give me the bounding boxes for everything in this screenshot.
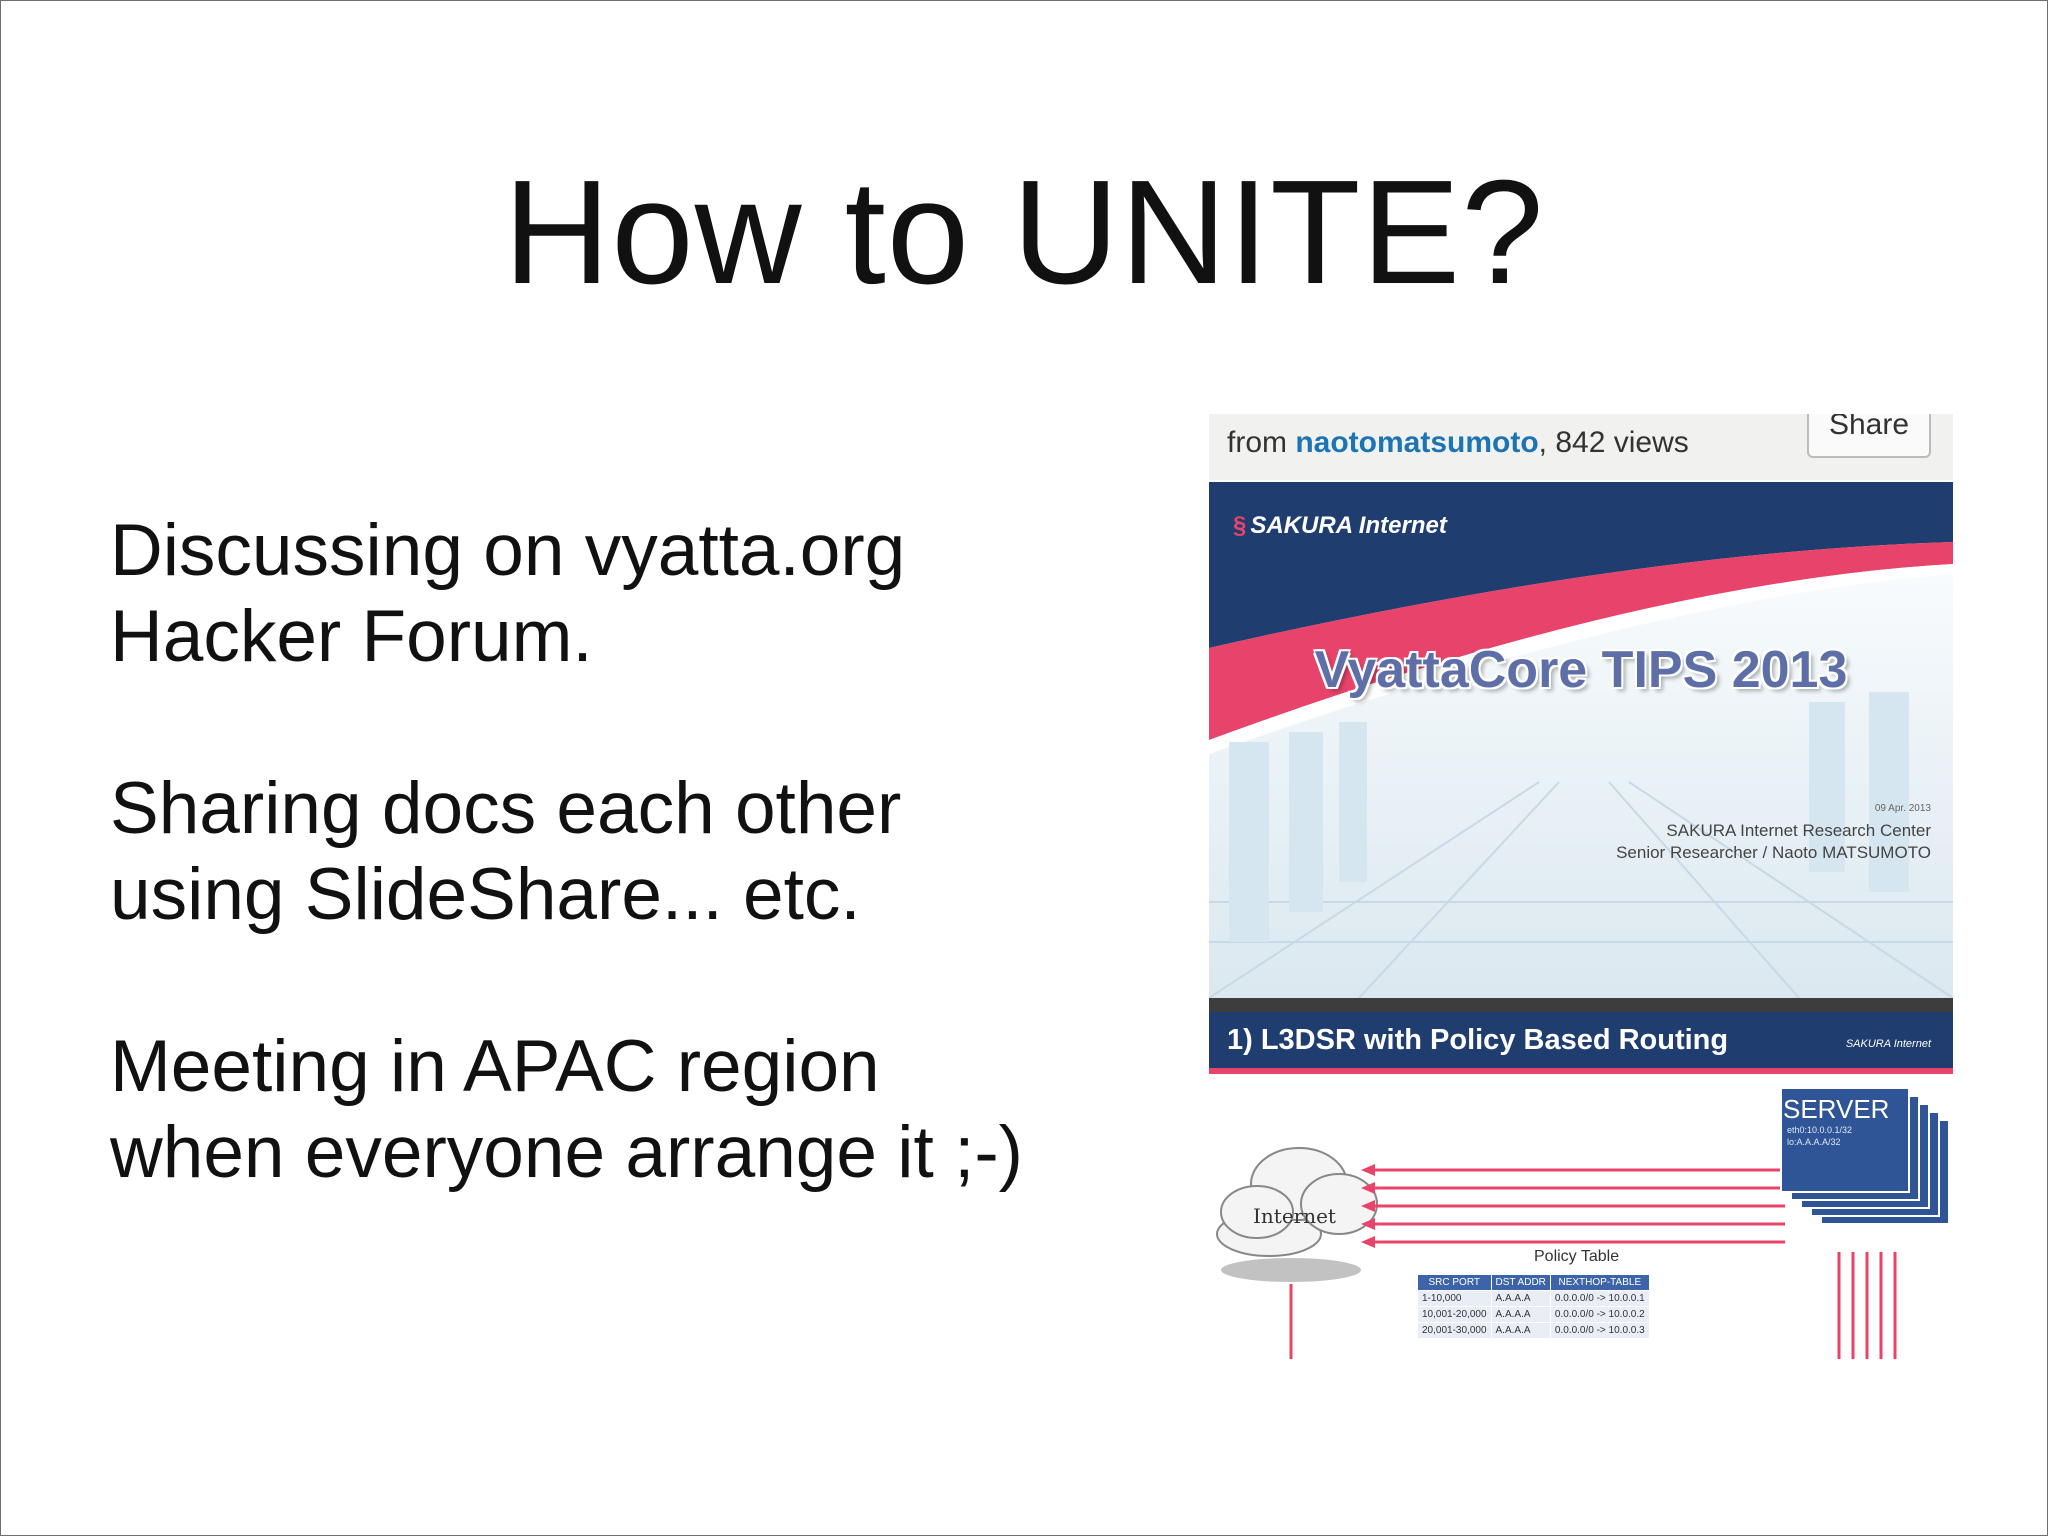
table-cell: A.A.A.A <box>1490 1306 1551 1323</box>
share-button[interactable]: Share <box>1807 414 1931 458</box>
column-header: NEXTHOP-TABLE <box>1549 1274 1650 1291</box>
table-cell: A.A.A.A <box>1490 1290 1551 1307</box>
bullet-list: Discussing on vyatta.org Hacker Forum. S… <box>110 508 1090 1282</box>
column-header: DST ADDR <box>1490 1274 1551 1291</box>
table-cell: 0.0.0.0/0 -> 10.0.0.3 <box>1549 1322 1650 1339</box>
server-stack-icon <box>1780 1087 1950 1225</box>
server-addresses: eth0:10.0.0.1/32 lo:A.A.A.A/32 <box>1787 1124 1852 1148</box>
l3dsr-slide-header: 1) L3DSR with Policy Based Routing SAKUR… <box>1209 1012 1953 1074</box>
server-label: SERVER <box>1783 1094 1890 1124</box>
view-count: , 842 views <box>1538 426 1689 459</box>
server-lo: lo:A.A.A.A/32 <box>1787 1137 1841 1147</box>
network-diagram <box>1216 1087 1950 1359</box>
policy-table-header-row: SRC PORT DST ADDR NEXTHOP-TABLE <box>1417 1274 1650 1291</box>
policy-table-caption: Policy Table <box>1534 1248 1620 1265</box>
bullet-item-sharing: Sharing docs each other using SlideShare… <box>110 768 902 935</box>
presentation-title: VyattaCore TIPS 2013 <box>1314 641 1848 699</box>
slideshare-embed-screenshot: from naotomatsumoto, 842 views Share <box>1209 414 1953 1359</box>
author-link[interactable]: naotomatsumoto <box>1295 426 1539 459</box>
policy-table: SRC PORT DST ADDR NEXTHOP-TABLE 1-10,000… <box>1417 1274 1650 1339</box>
l3dsr-slide-title: 1) L3DSR with Policy Based Routing <box>1227 1024 1729 1056</box>
cloud-icon <box>1216 1147 1378 1257</box>
title-slide-thumbnail: §SAKURA Internet VyattaCore TIPS 2013 09… <box>1209 482 1953 998</box>
table-cell: 1-10,000 <box>1417 1290 1492 1307</box>
l3dsr-sakura-logo: SAKURA Internet <box>1845 1038 1931 1050</box>
embed-header: from naotomatsumoto, 842 views Share <box>1209 414 1953 480</box>
server-eth0: eth0:10.0.0.1/32 <box>1787 1125 1853 1135</box>
table-cell: 0.0.0.0/0 -> 10.0.0.2 <box>1549 1306 1650 1323</box>
from-prefix: from <box>1227 426 1296 459</box>
slide-title: How to UNITE? <box>503 150 1545 315</box>
sakura-logo-text: SAKURA Internet <box>1250 512 1447 539</box>
table-cell: 0.0.0.0/0 -> 10.0.0.1 <box>1549 1290 1650 1307</box>
title-slide-background <box>1209 482 1953 998</box>
column-header: SRC PORT <box>1417 1274 1492 1291</box>
table-row: 20,001-30,000 A.A.A.A 0.0.0.0/0 -> 10.0.… <box>1417 1322 1650 1339</box>
embed-attribution: from naotomatsumoto, 842 views <box>1227 426 1689 460</box>
presenter-info: 09 Apr. 2013 SAKURA Internet Research Ce… <box>1616 798 1931 864</box>
sakura-logo: §SAKURA Internet <box>1233 512 1447 540</box>
table-cell: A.A.A.A <box>1490 1322 1551 1339</box>
internet-label: Internet <box>1253 1204 1336 1228</box>
sakura-mark-icon: § <box>1233 512 1247 539</box>
table-cell: 20,001-30,000 <box>1417 1322 1492 1339</box>
presentation-date: 09 Apr. 2013 <box>1874 803 1931 814</box>
presenter-name: Senior Researcher / Naoto MATSUMOTO <box>1616 843 1931 862</box>
presenter-org: SAKURA Internet Research Center <box>1666 821 1931 840</box>
table-cell: 10,001-20,000 <box>1417 1306 1492 1323</box>
bullet-item-meeting: Meeting in APAC region when everyone arr… <box>110 1026 1023 1193</box>
slide-divider <box>1209 998 1953 1012</box>
table-row: 10,001-20,000 A.A.A.A 0.0.0.0/0 -> 10.0.… <box>1417 1306 1650 1323</box>
bullet-item-forum: Discussing on vyatta.org Hacker Forum. <box>110 510 906 677</box>
traffic-arrows <box>1289 1164 1897 1359</box>
table-row: 1-10,000 A.A.A.A 0.0.0.0/0 -> 10.0.0.1 <box>1417 1290 1650 1307</box>
l3dsr-slide-thumbnail: 1) L3DSR with Policy Based Routing SAKUR… <box>1209 1012 1953 1359</box>
